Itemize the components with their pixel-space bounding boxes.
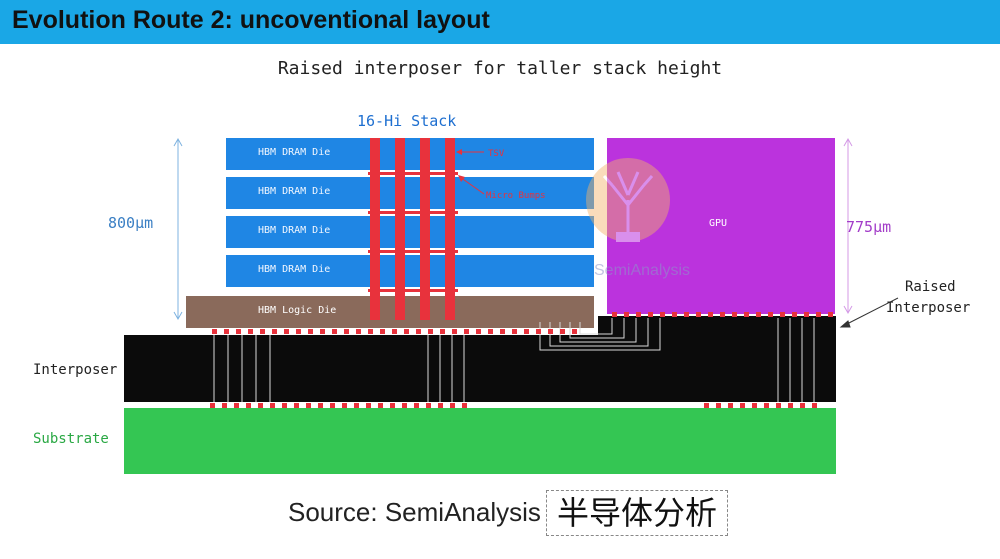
tsv-callout: TSV: [456, 149, 505, 159]
micro-bump-rows: [368, 172, 458, 292]
dram-die-label: HBM DRAM Die: [258, 225, 331, 236]
tsv-column: [445, 138, 455, 320]
bump-label: Micro Bumps: [486, 191, 546, 201]
hbm-dram-die-4: HBM DRAM Die: [226, 255, 594, 287]
dram-die-label: HBM DRAM Die: [258, 264, 331, 275]
diagram-subtitle: Raised interposer for taller stack heigh…: [277, 58, 723, 79]
gpu-label: GPU: [709, 218, 728, 229]
header-bar: Evolution Route 2: uncoventional layout: [0, 0, 1000, 44]
bump-callout: Micro Bumps: [458, 175, 546, 201]
height-arrow-right: [843, 137, 853, 315]
tsv-column: [370, 138, 380, 320]
slide-title: Evolution Route 2: uncoventional layout: [12, 6, 490, 34]
raised-interposer-label-line1: Raised: [905, 279, 956, 295]
hbm-dram-die-3: HBM DRAM Die: [226, 216, 594, 248]
tsv-label: TSV: [488, 149, 505, 159]
raised-interposer: [598, 316, 836, 335]
height-arrow-left: [173, 137, 183, 321]
semianalysis-watermark-logo: [586, 158, 670, 242]
dram-die-label: HBM DRAM Die: [258, 186, 331, 197]
tsv-column: [420, 138, 430, 320]
raised-interposer-label-line2: Interposer: [886, 300, 971, 316]
hbm-dram-die-2: HBM DRAM Die: [226, 177, 594, 209]
height-label-left: 800μm: [108, 214, 154, 232]
hbm-dram-die-1: HBM DRAM Die: [226, 138, 594, 170]
height-label-right: 775μm: [846, 218, 892, 236]
tsv-columns: [370, 138, 455, 320]
stack-label: 16-Hi Stack: [357, 112, 457, 130]
gpu-die: GPU: [607, 138, 835, 314]
source-cn-text: 半导体分析: [546, 490, 728, 536]
interposer-label: Interposer: [33, 362, 118, 378]
logic-die-label: HBM Logic Die: [258, 305, 337, 316]
interposer-wiring-right: [777, 318, 815, 402]
interposer-wiring-left: [213, 335, 465, 402]
bump-row-gpu: [612, 312, 833, 317]
watermark-text: SemiAnalysis: [594, 262, 691, 279]
hbm-logic-die: HBM Logic Die: [186, 296, 594, 328]
interposer: [124, 335, 836, 402]
dram-die-label: HBM DRAM Die: [258, 147, 331, 158]
hbm-gpu-routing: [539, 318, 661, 351]
substrate-label: Substrate: [33, 431, 109, 447]
source-text: Source: SemiAnalysis: [288, 497, 541, 527]
tsv-column: [395, 138, 405, 320]
bump-row-substrate: [210, 403, 817, 408]
raised-interposer-arrow: [839, 297, 899, 328]
substrate: [124, 408, 836, 474]
bump-row-logic: [212, 329, 577, 334]
